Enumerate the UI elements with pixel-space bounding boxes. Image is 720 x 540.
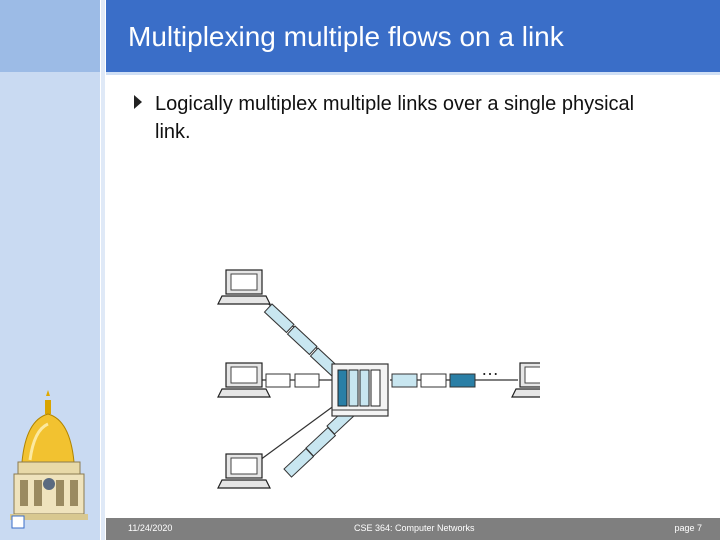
sidebar-header-block [0, 0, 100, 72]
footer-bar: 11/24/2020 CSE 364: Computer Networks pa… [106, 518, 720, 540]
host-computer-bottom [217, 453, 271, 489]
host-computer-top [217, 269, 271, 305]
packets-shared-link [391, 373, 476, 388]
footer-date: 11/24/2020 [128, 523, 173, 533]
dome-logo [0, 390, 100, 540]
multiplexing-diagram [217, 269, 540, 489]
footer-course: CSE 364: Computer Networks [354, 523, 475, 533]
footer-page-number: page 7 [674, 523, 702, 533]
bullet-text: Logically multiplex multiple links over … [155, 93, 635, 143]
title-bar [106, 0, 720, 72]
sidebar-divider [101, 0, 105, 540]
packets-middle-link [265, 373, 320, 388]
title-underline [106, 72, 720, 75]
triangle-bullet-icon [134, 95, 142, 109]
packets-top-link [263, 303, 341, 378]
host-computer-middle [217, 362, 271, 398]
slide-title: Multiplexing multiple flows on a link [128, 21, 564, 52]
ellipsis-indicator: … [481, 359, 499, 379]
multiplexer-box [331, 363, 389, 417]
